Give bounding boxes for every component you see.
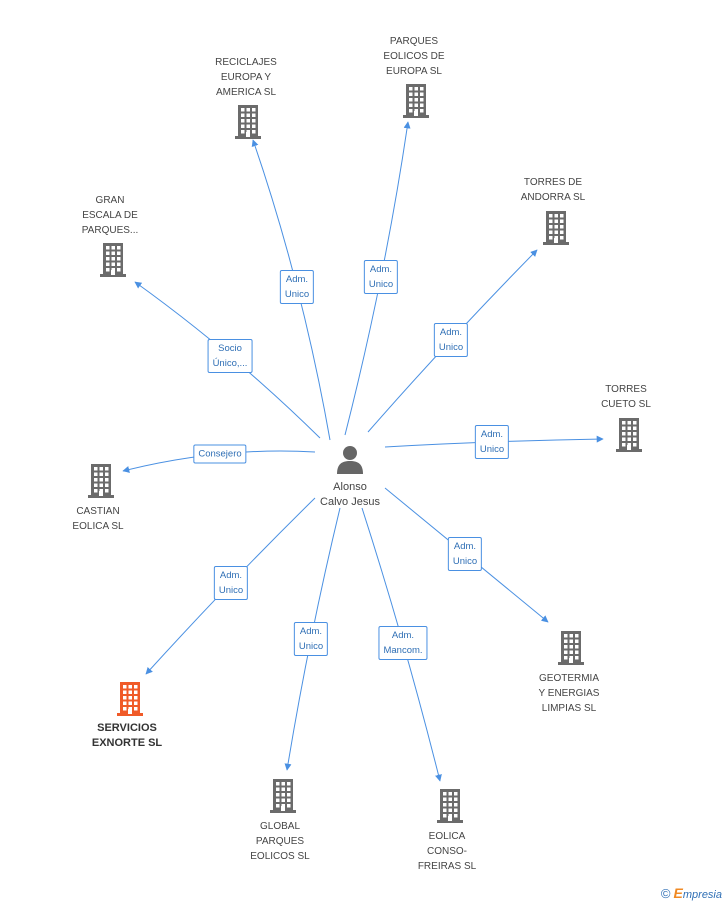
company-label-global-parques[interactable]: GLOBAL PARQUES EOLICOS SL	[250, 821, 310, 862]
company-label-torres-cueto[interactable]: TORRES CUETO SL	[601, 384, 651, 410]
edge-label-torres-cueto[interactable]: Adm. Unico	[474, 425, 510, 459]
edge-label-reciclajes[interactable]: Adm. Unico	[279, 270, 315, 304]
company-label-reciclajes[interactable]: RECICLAJES EUROPA Y AMERICA SL	[215, 57, 277, 98]
edge-label-gran-escala[interactable]: Socio Único,...	[207, 339, 253, 373]
brand-initial: E	[673, 885, 683, 901]
building-icon[interactable]	[558, 631, 584, 670]
center-person[interactable]	[336, 444, 364, 474]
building-icon[interactable]	[100, 243, 126, 282]
edge-label-global-parques[interactable]: Adm. Unico	[293, 622, 329, 656]
company-label-parques-eolicos-europa[interactable]: PARQUES EOLICOS DE EUROPA SL	[383, 36, 445, 77]
company-label-eolica-conso[interactable]: EOLICA CONSO- FREIRAS SL	[417, 831, 477, 872]
edge-label-servicios-exnorte[interactable]: Adm. Unico	[213, 566, 249, 600]
building-icon[interactable]	[616, 418, 642, 457]
person-icon	[337, 446, 363, 474]
edge-label-parques-eolicos-europa[interactable]: Adm. Unico	[363, 260, 399, 294]
company-label-gran-escala[interactable]: GRAN ESCALA DE PARQUES...	[81, 195, 139, 236]
building-icon[interactable]	[543, 211, 569, 250]
company-label-castian[interactable]: CASTIAN EOLICA SL	[72, 506, 124, 532]
building-icon[interactable]	[88, 464, 114, 503]
copyright-symbol: ©	[660, 886, 671, 901]
company-label-servicios-exnorte[interactable]: SERVICIOS EXNORTE SL	[91, 722, 163, 749]
building-icon[interactable]	[437, 789, 463, 828]
building-icon[interactable]	[403, 84, 429, 123]
edge-label-geotermia[interactable]: Adm. Unico	[447, 537, 483, 571]
building-icon[interactable]	[117, 682, 143, 721]
empresia-watermark: © Empresia	[661, 885, 722, 901]
company-label-torres-andorra[interactable]: TORRES DE ANDORRA SL	[520, 177, 586, 203]
building-icon[interactable]	[235, 105, 261, 144]
edge-label-castian[interactable]: Consejero	[193, 444, 247, 464]
brand-name: mpresia	[682, 889, 722, 901]
company-label-geotermia[interactable]: GEOTERMIA Y ENERGIAS LIMPIAS SL	[538, 673, 600, 714]
building-icon[interactable]	[270, 779, 296, 818]
edge-label-eolica-conso[interactable]: Adm. Mancom.	[378, 626, 428, 660]
edge-label-torres-andorra[interactable]: Adm. Unico	[433, 323, 469, 357]
center-person-name[interactable]: Alonso Calvo Jesus	[320, 481, 380, 508]
